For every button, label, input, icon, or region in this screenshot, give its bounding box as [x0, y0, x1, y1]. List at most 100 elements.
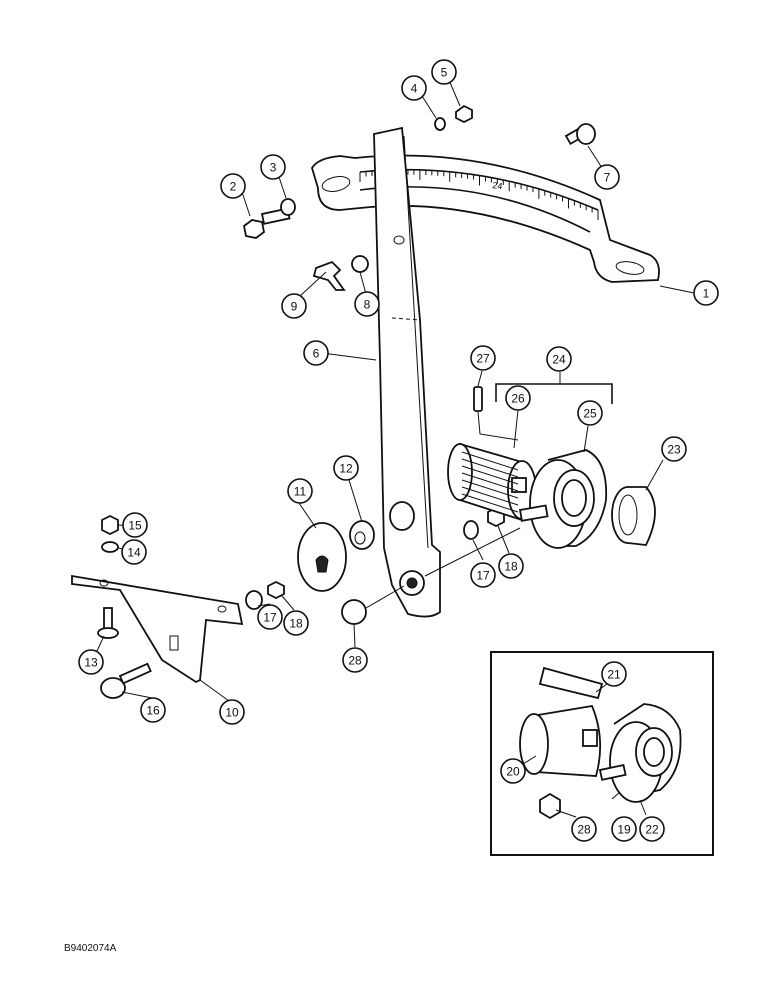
- callout-label: 11: [294, 485, 307, 499]
- callout-c16: 16: [140, 697, 166, 723]
- callout-circle: [577, 400, 603, 426]
- callout-label: 27: [476, 352, 490, 366]
- nut-18b: [267, 580, 285, 600]
- callout-label: 28: [348, 654, 362, 668]
- callout-circle: [283, 610, 309, 636]
- callout-c7: 7: [594, 164, 620, 190]
- callout-circle: [500, 758, 526, 784]
- callout-circle: [639, 816, 665, 842]
- callout-c4: 4: [401, 75, 427, 101]
- callout-c17b: 17: [257, 604, 283, 630]
- washer-4: [434, 117, 446, 131]
- callout-label: 1: [703, 287, 710, 301]
- callout-circle: [470, 345, 496, 371]
- callout-circle: [594, 164, 620, 190]
- roller-26: [447, 442, 537, 522]
- callout-label: 12: [339, 462, 353, 476]
- callout-circle: [546, 346, 572, 372]
- sleeve-23: [611, 486, 656, 546]
- leader-lines: [96, 72, 695, 818]
- pivot-hole: [389, 501, 415, 531]
- callout-c1: 1: [693, 280, 719, 306]
- callout-circle: [505, 385, 531, 411]
- callout-circle: [431, 59, 457, 85]
- callout-c5: 5: [431, 59, 457, 85]
- callout-circle: [121, 539, 147, 565]
- callout-c18b: 18: [283, 610, 309, 636]
- callout-label: 17: [263, 611, 277, 625]
- callout-c21: 21: [601, 661, 627, 687]
- nut-5: [455, 104, 473, 124]
- callout-label: 23: [667, 443, 681, 457]
- roller-groove: [461, 493, 519, 513]
- callout-c10: 10: [219, 699, 245, 725]
- mounting-bracket-10: [71, 574, 244, 684]
- callout-c14: 14: [121, 539, 147, 565]
- callout-c6: 6: [303, 340, 329, 366]
- callout-c8: 8: [354, 291, 380, 317]
- callout-label: 28: [577, 823, 591, 837]
- callout-c11: 11: [287, 478, 313, 504]
- callout-label: 13: [84, 656, 98, 670]
- callout-label: 18: [289, 617, 303, 631]
- callout-label: 7: [604, 171, 611, 185]
- nut-28: [341, 599, 367, 625]
- callout-label: 2: [230, 180, 237, 194]
- bearing-25: [529, 449, 608, 549]
- washer-17: [463, 520, 479, 540]
- callout-label: 19: [617, 823, 631, 837]
- callout-c12: 12: [333, 455, 359, 481]
- bracket-24: [495, 383, 613, 404]
- nut-15: [101, 514, 119, 536]
- callout-label: 4: [411, 82, 418, 96]
- bolt-7: [564, 123, 596, 146]
- figure-code: B9402074A: [64, 943, 117, 954]
- callout-label: 21: [607, 668, 621, 682]
- callout-c25: 25: [577, 400, 603, 426]
- callout-circle: [498, 553, 524, 579]
- callout-label: 25: [583, 407, 597, 421]
- washer-8: [351, 255, 369, 273]
- callout-label: 5: [441, 66, 448, 80]
- washer-17b: [245, 590, 263, 610]
- callout-circle: [281, 293, 307, 319]
- callout-circle: [287, 478, 313, 504]
- callout-label: 15: [128, 519, 142, 533]
- callout-label: 18: [504, 560, 518, 574]
- callout-circle: [220, 173, 246, 199]
- callout-label: 8: [364, 298, 371, 312]
- callout-label: 14: [127, 546, 141, 560]
- callout-label: 20: [506, 765, 520, 779]
- callout-circle: [342, 647, 368, 673]
- callout-circle: [601, 661, 627, 687]
- roller-groove: [461, 465, 519, 485]
- callout-c28b: 28: [571, 816, 597, 842]
- callout-circle: [303, 340, 329, 366]
- washer-14: [101, 541, 119, 553]
- callout-c3: 3: [260, 154, 286, 180]
- callout-circle: [401, 75, 427, 101]
- callout-c13: 13: [78, 649, 104, 675]
- callout-c18a: 18: [498, 553, 524, 579]
- bolt-13: [97, 607, 119, 639]
- callout-c17a: 17: [470, 562, 496, 588]
- bushing-12: [349, 520, 375, 550]
- callout-c24: 24: [546, 346, 572, 372]
- roller-groove: [461, 458, 519, 478]
- inset-detail-box: [490, 651, 714, 856]
- callout-label: 16: [146, 704, 160, 718]
- callout-c26: 26: [505, 385, 531, 411]
- callout-circle: [333, 455, 359, 481]
- callout-c20: 20: [500, 758, 526, 784]
- callout-label: 10: [225, 706, 239, 720]
- callout-label: 3: [270, 161, 277, 175]
- roll-pin-27: [473, 386, 483, 412]
- roller-groove: [461, 486, 519, 506]
- callout-c27: 27: [470, 345, 496, 371]
- callout-c9: 9: [281, 293, 307, 319]
- callout-label: 17: [476, 569, 490, 583]
- callout-c23: 23: [661, 436, 687, 462]
- svg-text:24: 24: [492, 180, 503, 191]
- callout-label: 24: [552, 353, 566, 367]
- wing-nut-9: [312, 260, 346, 291]
